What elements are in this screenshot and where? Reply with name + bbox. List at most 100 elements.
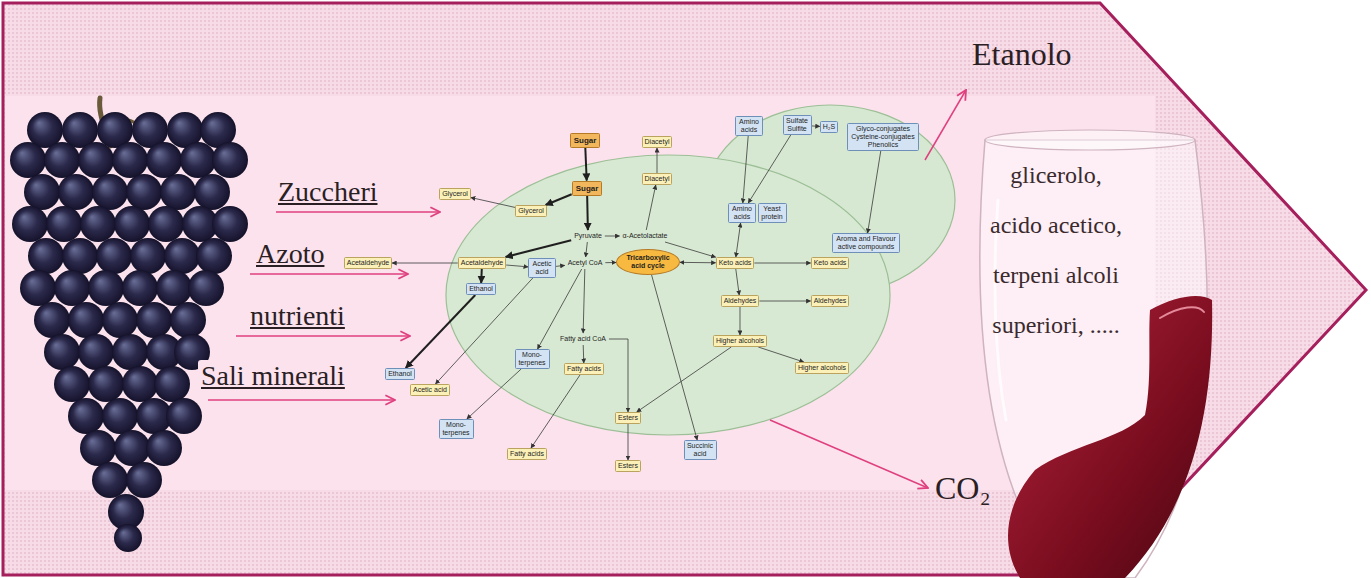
node-text: Keto acids [719,259,752,267]
metabolite-box: Fatty acids [564,363,604,375]
compound-box: Ethanol [466,283,496,295]
compound-box: Glyco-conjugates Cysteine-conjugates Phe… [847,123,919,151]
input-arrow [276,211,440,213]
pathway-arrow [736,223,741,257]
pathway-arrow [637,347,732,412]
compound-box: Amino acids [735,116,763,136]
grape [148,206,184,242]
compound-box: Aroma and Flavour active compounds [832,233,900,253]
metabolite-box: Aldehydes [721,295,760,307]
grape [96,238,132,274]
metabolite-box: Glycerol [439,188,471,200]
grape [20,270,56,306]
pathway-arrow [585,148,586,181]
grape [80,206,116,242]
pathway-arrow [609,339,628,412]
grape [92,174,128,210]
node-text: Tricarboxylic acid cycle [625,254,671,270]
pathway-arrow [657,148,658,173]
metabolite-box: Esters [615,460,641,472]
metabolite-box: Keto acids [716,257,755,269]
metabolite-box: Acetaldehyde [344,257,392,269]
pathway-arrow [480,269,483,283]
node-text: Higher alcohols [798,364,846,372]
node-text: Sugar [574,136,597,145]
grape [78,334,114,370]
node-text: Acetic acid [413,386,447,394]
product-label: CO₂ [935,470,991,507]
pathway-arrow [605,236,620,237]
metabolite-box: Glycerol [515,205,547,217]
pathway-arrow [759,301,810,302]
grape [62,238,98,274]
grape [130,238,166,274]
pathway-arrow [743,136,748,203]
wine-highlight [1160,307,1204,318]
pathway-arrow [748,135,791,203]
node-text: Fatty acids [567,365,601,373]
cycle-ellipse: Tricarboxylic acid cycle [616,249,680,275]
compound-box: Succinic acid [684,440,717,460]
pathway-label: α-Acetolactate [620,230,671,242]
grape [78,142,114,178]
grape [102,302,138,338]
pathway-arrow [758,347,804,362]
node-text: Succinic acid [687,442,714,458]
sugar-box: Sugar [570,133,601,148]
pathway-arrow [586,196,589,231]
pathway-arrow [583,345,585,363]
grape [34,302,70,338]
compound-box: Ethanol [385,368,415,380]
node-text: Esters [618,462,638,470]
pathway-arrow [556,265,565,266]
grape [194,174,230,210]
node-text: Esters [618,414,638,422]
node-text: Sugar [576,184,599,193]
grape [54,270,90,306]
node-text: Fatty acid CoA [560,335,606,343]
sugar-box: Sugar [572,181,603,196]
red-wine [1008,296,1212,578]
node-text: Aldehydes [724,297,757,305]
metabolite-box: Fatty acids [507,448,547,460]
grape [154,366,190,402]
grape [54,366,90,402]
grape [112,334,148,370]
pathway-arrow [406,295,476,368]
node-text: Ethanol [388,370,412,378]
grape [114,206,150,242]
pathway-arrow [506,265,528,267]
input-label: Zuccheri [278,176,378,208]
compound-box: Amino acids [728,203,756,223]
grape [126,462,162,498]
grape [88,270,124,306]
input-label: Azoto [256,238,324,270]
input-label: nutrienti [250,300,345,332]
node-text: Amino acids [738,118,760,134]
compound-box: Acetic acid [528,258,556,278]
compound-box: Sulfate Sulfite [783,115,812,135]
input-arrow [236,335,410,337]
pathway-arrow [531,375,580,448]
grape [126,174,162,210]
grape [122,270,158,306]
pathway-arrow [628,424,629,460]
node-text: Yeast protein [761,205,784,221]
node-text: Amino acids [731,205,753,221]
grape [46,206,82,242]
output-arrow [770,420,928,488]
output-arrow [925,90,966,160]
node-text: Glycerol [518,207,544,215]
metabolite-box: Higher alcohols [713,335,767,347]
pathway-arrow [812,125,820,127]
pathway-label: Fatty acid CoA [557,333,609,345]
node-text: Aldehydes [814,297,847,305]
node-text: Diacetyl [645,138,670,146]
node-text: Pyruvate [574,232,602,240]
metabolite-box: Higher alcohols [795,362,849,374]
grape [114,524,142,552]
pathway-arrow [754,263,810,264]
